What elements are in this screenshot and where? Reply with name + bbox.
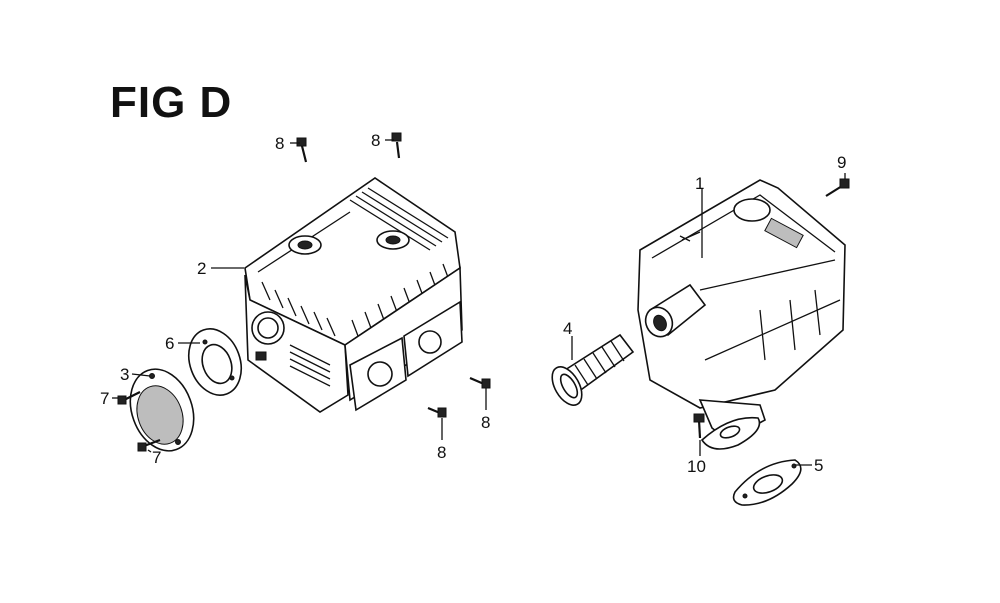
bolt-8d-part	[427, 406, 447, 418]
end-cap-part	[129, 368, 195, 452]
figure-title: FIG D	[110, 78, 233, 127]
bolt-8a-part	[296, 137, 308, 163]
callout-2: 2	[197, 259, 206, 278]
callout-5: 5	[814, 456, 823, 475]
bolt-7b-part	[137, 438, 161, 452]
callout-3: 3	[120, 365, 129, 384]
spark-arrester-part	[551, 333, 635, 406]
callout-10: 10	[687, 457, 706, 476]
bolt-7a-part	[117, 391, 141, 405]
callout-8d: 8	[437, 443, 446, 462]
callout-4: 4	[563, 319, 572, 338]
callout-8b: 8	[371, 131, 380, 150]
bolt-10-part	[693, 413, 705, 439]
muffler-body-part	[637, 179, 846, 450]
callout-9: 9	[837, 153, 846, 172]
bolt-9-part	[825, 178, 850, 197]
bolt-8c-part	[469, 376, 491, 389]
callout-1: 1	[695, 174, 704, 193]
muffler-protector-part	[244, 177, 463, 413]
outlet-gasket-part	[732, 459, 802, 506]
callout-7a: 7	[100, 389, 109, 408]
gasket-flange-part	[187, 328, 243, 396]
callout-7b: 7	[152, 448, 161, 467]
callout-8a: 8	[275, 134, 284, 153]
callout-6: 6	[165, 334, 174, 353]
leader-lines	[112, 139, 846, 466]
bolt-8b-part	[391, 132, 402, 159]
callout-8c: 8	[481, 413, 490, 432]
